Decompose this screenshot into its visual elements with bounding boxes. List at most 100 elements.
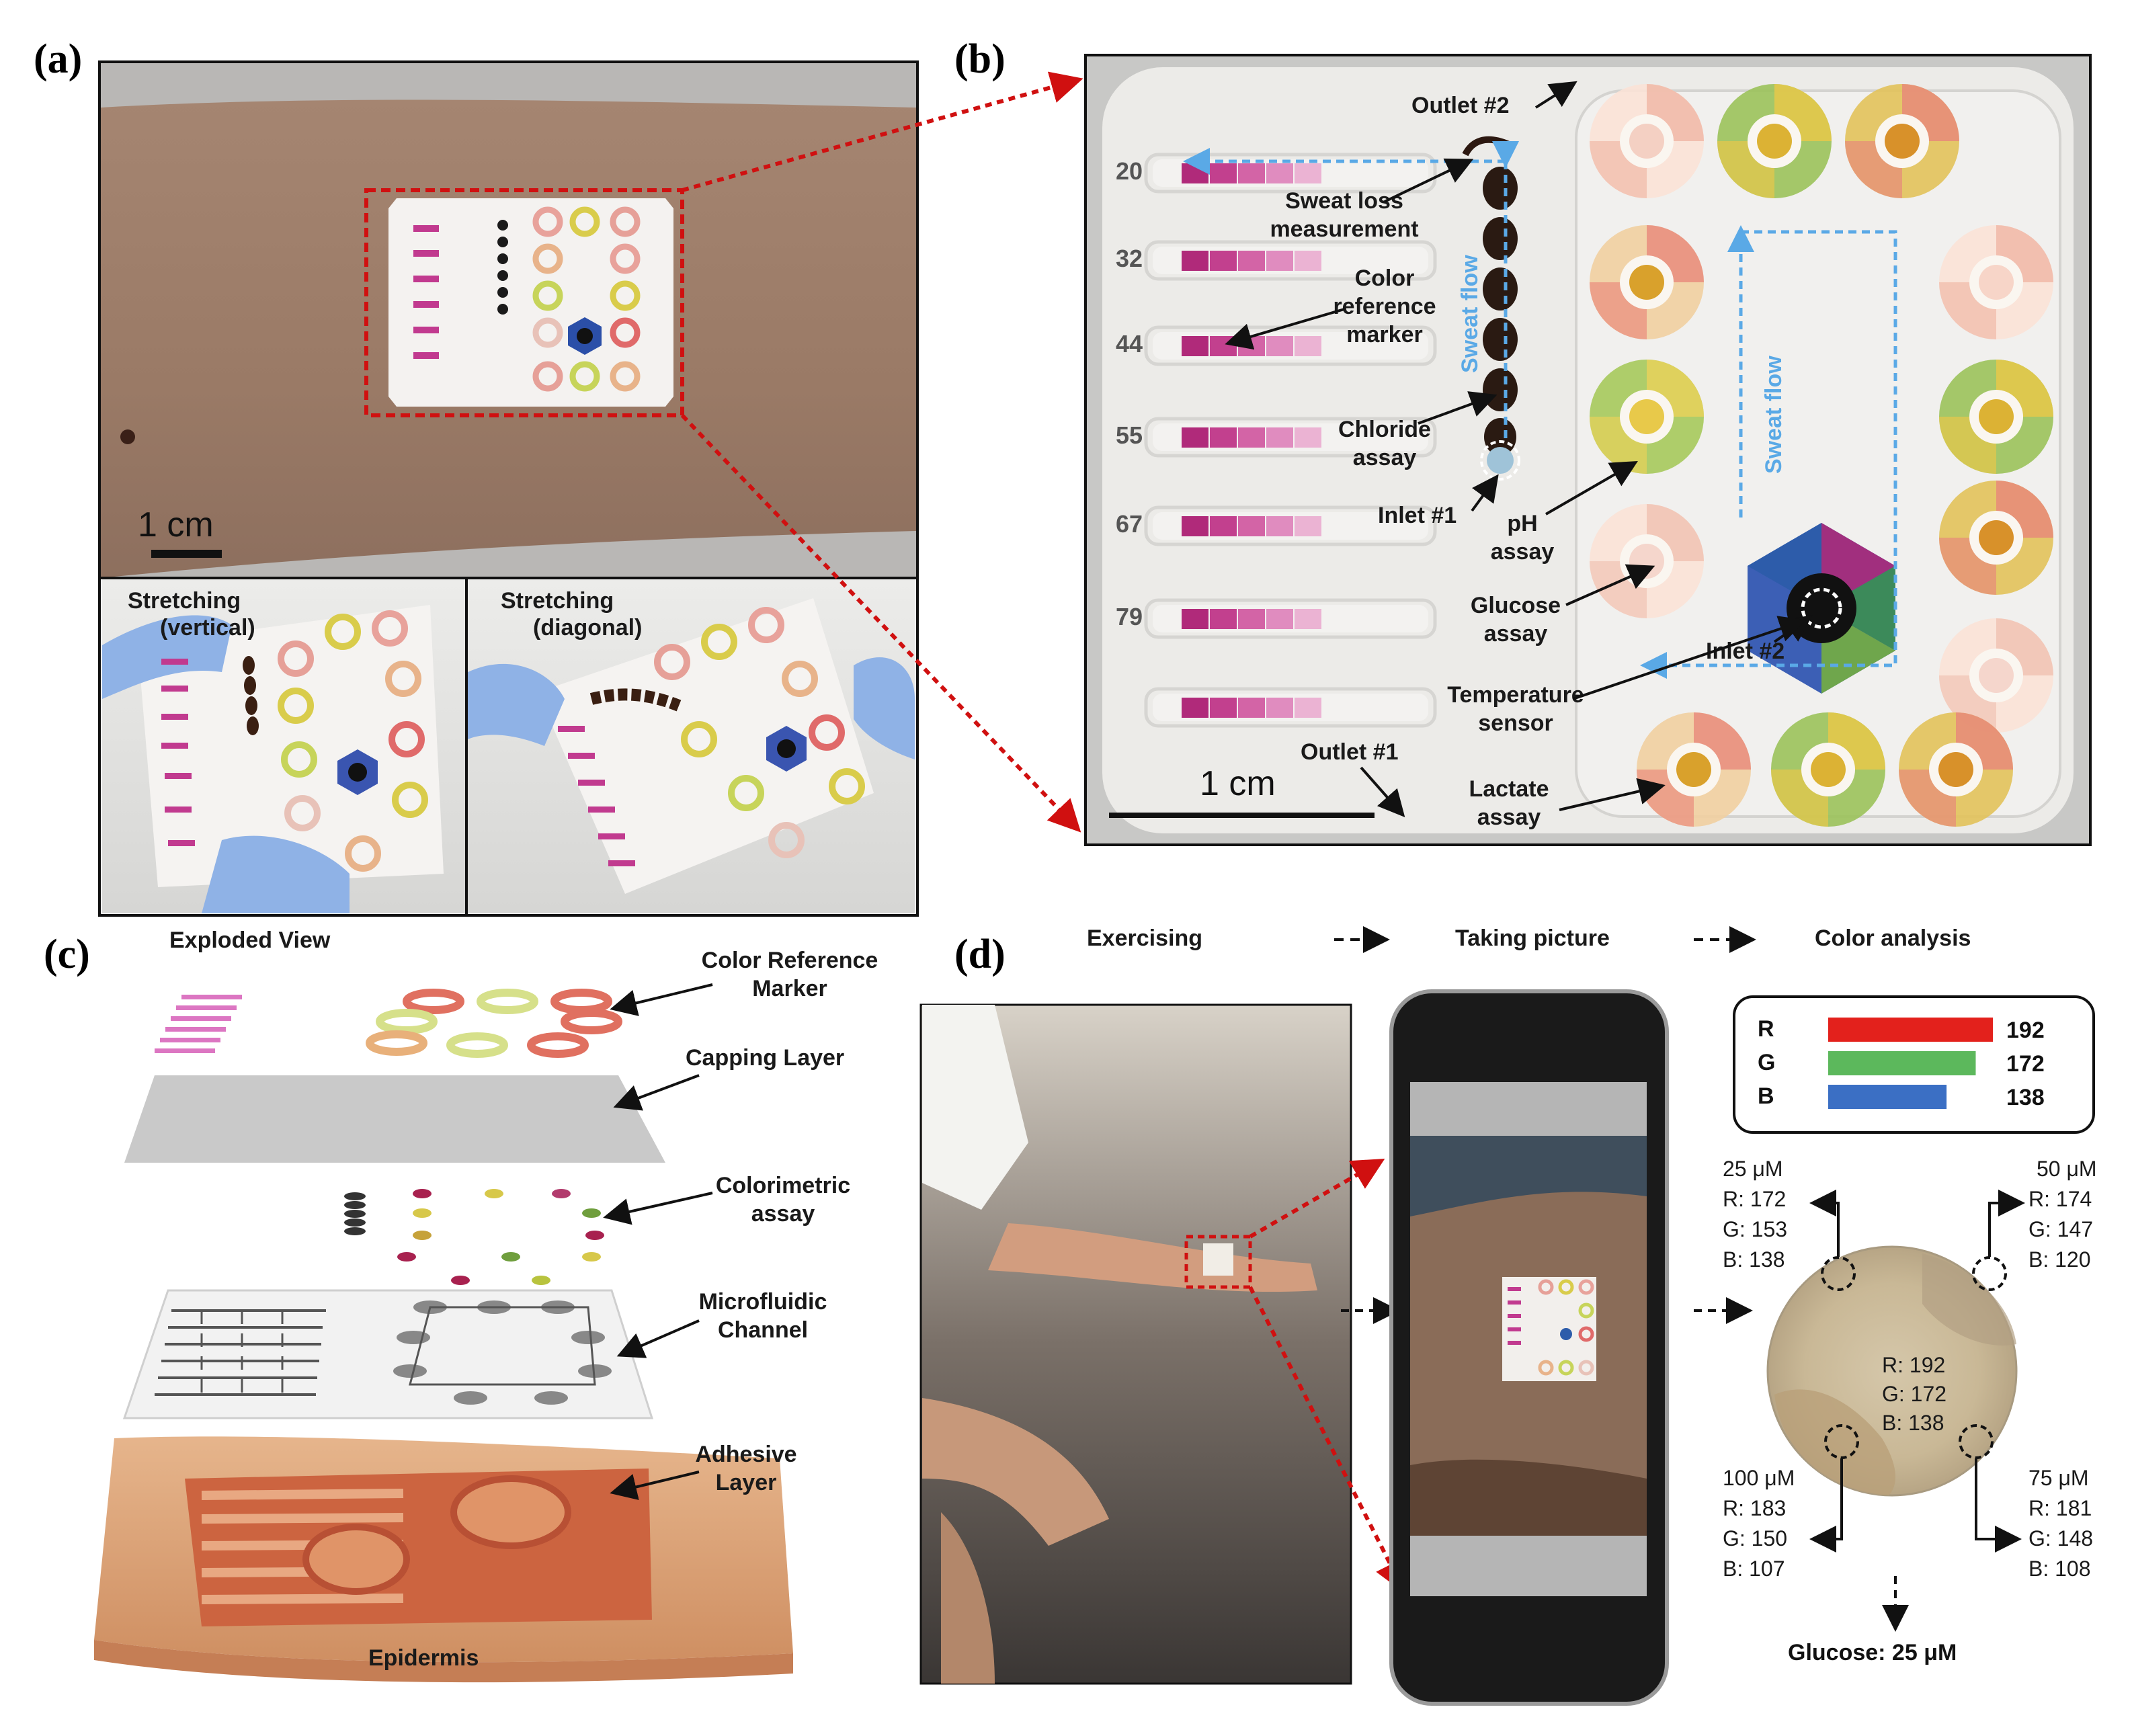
assay-rosette	[1590, 84, 1704, 198]
svg-text:R: 172: R: 172	[1723, 1187, 1786, 1211]
panel-d-label: (d)	[954, 932, 1006, 977]
zoom-arrow-bottom	[680, 413, 1081, 833]
assay-rosette	[1637, 712, 1751, 827]
svg-text:R: 181: R: 181	[2028, 1496, 2092, 1520]
bar-value: 172	[2006, 1051, 2045, 1077]
channel-number: 55	[1116, 421, 1143, 449]
sweat-flow-label-2: Sweat flow	[1761, 356, 1787, 474]
panel-b-scale-label: 1 cm	[1200, 764, 1276, 803]
assay-rosette	[1771, 712, 1885, 827]
assay-rosette	[1939, 225, 2053, 339]
zoom-arrow-top	[682, 71, 1083, 192]
outlet2-label: Outlet #2	[1411, 93, 1509, 118]
panel-c-label: (c)	[44, 932, 90, 977]
bar-b	[1828, 1085, 1947, 1109]
color-reference-layer	[155, 989, 622, 1058]
inset-vertical-label: Stretching(vertical)	[128, 588, 255, 640]
panel-d: (d) Exercising Taking picture Color anal…	[919, 925, 2097, 1706]
panel-c: (c) Exploded View	[44, 927, 878, 1683]
bar-r	[1828, 1018, 1993, 1042]
channel-number: 20	[1116, 157, 1143, 185]
svg-text:R: 174: R: 174	[2028, 1187, 2092, 1211]
ref-75uM: 75 μM R: 181 G: 148 B: 108	[1975, 1458, 2093, 1581]
step-exercising: Exercising	[1087, 925, 1202, 951]
assay-rosette	[1939, 481, 2053, 595]
glucose-result: Glucose: 25 μM	[1788, 1640, 1957, 1665]
svg-text:G: 147: G: 147	[2028, 1217, 2093, 1241]
svg-text:G: 150: G: 150	[1723, 1526, 1787, 1551]
panel-a: (a)	[34, 36, 919, 917]
bar-channel-label: G	[1758, 1050, 1775, 1075]
channel-number: 44	[1116, 330, 1143, 358]
assay-rosette	[1590, 225, 1704, 339]
svg-text:100 μM: 100 μM	[1723, 1466, 1795, 1490]
panel-a-label: (a)	[34, 36, 82, 82]
assay-rosette	[1845, 84, 1959, 198]
svg-text:50 μM: 50 μM	[2037, 1157, 2097, 1181]
ref-50uM: 50 μM R: 174 G: 147 B: 120	[1988, 1157, 2097, 1272]
svg-text:B: 108: B: 108	[2028, 1557, 2091, 1581]
bar-value: 192	[2006, 1018, 2045, 1043]
epidermis-label: Epidermis	[368, 1645, 479, 1671]
adhesive-layer	[185, 1469, 652, 1626]
svg-text:25 μM: 25 μM	[1723, 1157, 1783, 1181]
bar-channel-label: B	[1758, 1083, 1774, 1109]
svg-text:B: 120: B: 120	[2028, 1247, 2091, 1272]
assay-rosette	[1939, 618, 2053, 733]
center-g: G: 172	[1882, 1382, 1946, 1406]
exploded-view-title: Exploded View	[169, 927, 331, 953]
center-b: B: 138	[1882, 1411, 1944, 1435]
ref-100uM: 100 μM R: 183 G: 150 B: 107	[1723, 1458, 1843, 1581]
outlet1-label: Outlet #1	[1301, 739, 1398, 765]
ref-25uM: 25 μM R: 172 G: 153 B: 138	[1723, 1157, 1840, 1272]
inlet2-label: Inlet #2	[1706, 638, 1785, 664]
assay-rosette	[1590, 360, 1704, 474]
patch-on-arm	[388, 198, 673, 407]
assay-rosettes	[1590, 84, 2053, 827]
chloride-assay-chain	[1483, 167, 1518, 456]
bar-value: 138	[2006, 1085, 2045, 1110]
inlet1-label: Inlet #1	[1378, 503, 1457, 528]
colorimetric-layer	[344, 1189, 604, 1285]
svg-text:G: 153: G: 153	[1723, 1217, 1787, 1241]
smartphone	[1389, 989, 1669, 1706]
panel-a-scale-label: 1 cm	[138, 505, 214, 544]
svg-text:B: 138: B: 138	[1723, 1247, 1785, 1272]
sweat-flow-label-1: Sweat flow	[1457, 255, 1483, 373]
svg-text:75 μM: 75 μM	[2028, 1466, 2089, 1490]
channel-number: 79	[1116, 603, 1143, 630]
assay-rosette	[1939, 360, 2053, 474]
bar-channel-label: R	[1758, 1016, 1774, 1042]
capping-layer	[124, 1075, 665, 1163]
bar-g	[1828, 1051, 1976, 1075]
svg-text:G: 148: G: 148	[2028, 1526, 2093, 1551]
mole	[120, 429, 135, 444]
center-r: R: 192	[1882, 1353, 1945, 1377]
panel-b-label: (b)	[954, 36, 1006, 82]
svg-text:B: 107: B: 107	[1723, 1557, 1785, 1581]
zoom-box	[364, 188, 684, 417]
step-color-analysis: Color analysis	[1815, 925, 1971, 951]
svg-text:R: 183: R: 183	[1723, 1496, 1786, 1520]
serpentine-channels	[1144, 153, 1437, 728]
capping-layer-label: Capping Layer	[686, 1045, 844, 1071]
assay-rosette	[1717, 84, 1832, 198]
channel-number: 67	[1116, 510, 1143, 538]
assay-rosette	[1590, 504, 1704, 618]
channel-number: 32	[1116, 245, 1143, 272]
